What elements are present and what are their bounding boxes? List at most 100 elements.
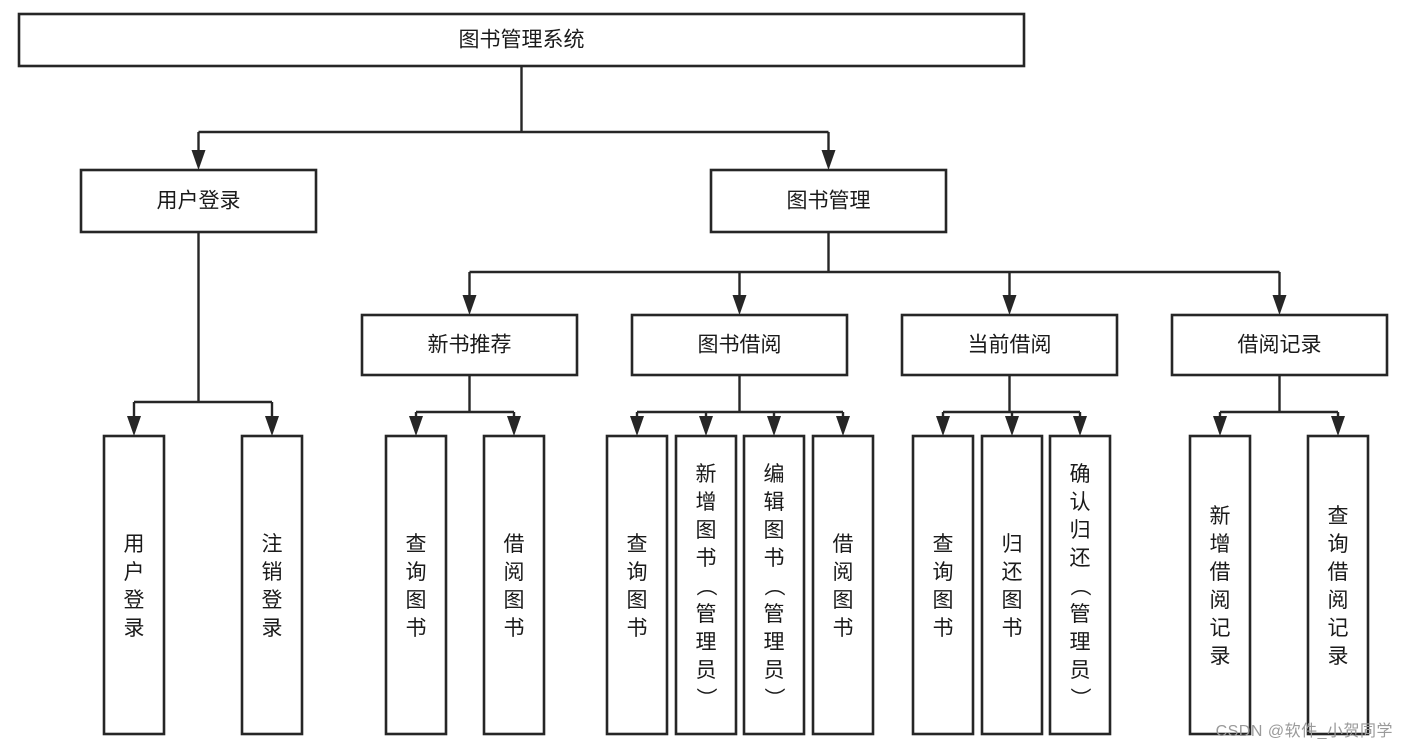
node-leaf-box-borrow_record-1[interactable] [1306, 434, 1370, 736]
svg-text:注: 注 [262, 533, 283, 556]
leaf-user_login-arrow-1 [265, 416, 279, 436]
leaf-borrow_record-arrow-0 [1213, 416, 1227, 436]
svg-text:记: 记 [1210, 617, 1231, 640]
leaf-current_borrow-arrow-2 [1073, 416, 1087, 436]
node-leaf-box-book_borrow-2[interactable] [742, 434, 806, 736]
svg-text:）: ） [694, 687, 717, 708]
svg-text:图: 图 [833, 589, 854, 612]
svg-text:图: 图 [504, 589, 525, 612]
svg-text:书: 书 [1002, 617, 1023, 640]
svg-text:理: 理 [696, 631, 717, 654]
node-leaf-box-new_book_recommend-1[interactable] [482, 434, 546, 736]
svg-text:阅: 阅 [1328, 589, 1349, 612]
svg-text:（: （ [1068, 575, 1091, 596]
watermark-text: CSDN @软件_小贺同学 [1215, 723, 1393, 740]
l2-to-l3-arrow-3 [1272, 295, 1287, 315]
svg-text:查: 查 [406, 533, 427, 556]
node-l3-label-0: 新书推荐 [428, 334, 512, 357]
node-l2-label-1: 图书管理 [787, 190, 871, 213]
node-l3-box-1[interactable] [630, 313, 849, 377]
svg-text:查: 查 [1328, 505, 1349, 528]
svg-text:（: （ [694, 575, 717, 596]
svg-text:员: 员 [764, 659, 785, 682]
svg-text:认: 认 [1070, 491, 1091, 514]
svg-text:阅: 阅 [833, 561, 854, 584]
svg-text:户: 户 [124, 561, 145, 584]
svg-text:书: 书 [627, 617, 648, 640]
node-root-label: 图书管理系统 [459, 29, 585, 52]
svg-text:图: 图 [1002, 589, 1023, 612]
svg-text:录: 录 [124, 617, 145, 640]
leaf-current_borrow-arrow-0 [936, 416, 950, 436]
node-leaf-box-user_login-0[interactable] [102, 434, 166, 736]
svg-text:员: 员 [696, 659, 717, 682]
svg-text:询: 询 [406, 561, 427, 584]
svg-text:记: 记 [1328, 617, 1349, 640]
node-leaf-label-user_login-0: 用户登录 [124, 533, 145, 640]
svg-text:录: 录 [262, 617, 283, 640]
node-leaf-box-current_borrow-1[interactable] [980, 434, 1044, 736]
svg-text:阅: 阅 [504, 561, 525, 584]
leaf-new_book_recommend-arrow-0 [409, 416, 423, 436]
node-leaf-box-book_borrow-0[interactable] [605, 434, 669, 736]
leaf-new_book_recommend-arrow-1 [507, 416, 521, 436]
svg-text:辑: 辑 [764, 491, 785, 514]
node-leaf-box-new_book_recommend-0[interactable] [384, 434, 448, 736]
leaf-book_borrow-arrow-2 [767, 416, 781, 436]
node-leaf-box-book_borrow-1[interactable] [674, 434, 738, 736]
svg-text:询: 询 [933, 561, 954, 584]
svg-text:增: 增 [1210, 533, 1231, 556]
svg-text:书: 书 [696, 547, 717, 570]
node-l3-box-2[interactable] [900, 313, 1119, 377]
svg-text:（: （ [762, 575, 785, 596]
svg-text:书: 书 [504, 617, 525, 640]
svg-text:询: 询 [627, 561, 648, 584]
node-leaf-box-borrow_record-0[interactable] [1188, 434, 1252, 736]
svg-text:录: 录 [1328, 645, 1349, 668]
svg-text:用: 用 [124, 533, 145, 556]
node-leaf-box-current_borrow-2[interactable] [1048, 434, 1112, 736]
svg-text:新: 新 [696, 463, 717, 486]
svg-text:理: 理 [764, 631, 785, 654]
svg-text:图: 图 [764, 519, 785, 542]
node-leaf-box-book_borrow-3[interactable] [811, 434, 875, 736]
svg-text:书: 书 [764, 547, 785, 570]
node-leaf-box-current_borrow-0[interactable] [911, 434, 975, 736]
svg-text:查: 查 [933, 533, 954, 556]
l2-to-l3-arrow-2 [1002, 295, 1017, 315]
node-l2-box-0[interactable] [79, 168, 318, 234]
node-l2-box-1[interactable] [709, 168, 948, 234]
l2-to-l3-arrow-0 [462, 295, 477, 315]
leaf-book_borrow-arrow-0 [630, 416, 644, 436]
svg-text:还: 还 [1002, 561, 1023, 584]
connector-layer [127, 66, 1345, 436]
svg-text:管: 管 [764, 603, 785, 626]
svg-text:书: 书 [833, 617, 854, 640]
node-root-box[interactable] [17, 12, 1026, 68]
svg-text:书: 书 [933, 617, 954, 640]
svg-text:查: 查 [627, 533, 648, 556]
svg-text:图: 图 [627, 589, 648, 612]
svg-text:理: 理 [1070, 631, 1091, 654]
node-l3-box-3[interactable] [1170, 313, 1389, 377]
svg-text:归: 归 [1002, 533, 1023, 556]
node-leaf-box-user_login-1[interactable] [240, 434, 304, 736]
leaf-book_borrow-arrow-1 [699, 416, 713, 436]
svg-text:员: 员 [1070, 659, 1091, 682]
svg-text:图: 图 [406, 589, 427, 612]
svg-text:登: 登 [124, 589, 145, 612]
node-l3-box-0[interactable] [360, 313, 579, 377]
leaf-book_borrow-arrow-3 [836, 416, 850, 436]
leaf-user_login-arrow-0 [127, 416, 141, 436]
svg-text:新: 新 [1210, 505, 1231, 528]
